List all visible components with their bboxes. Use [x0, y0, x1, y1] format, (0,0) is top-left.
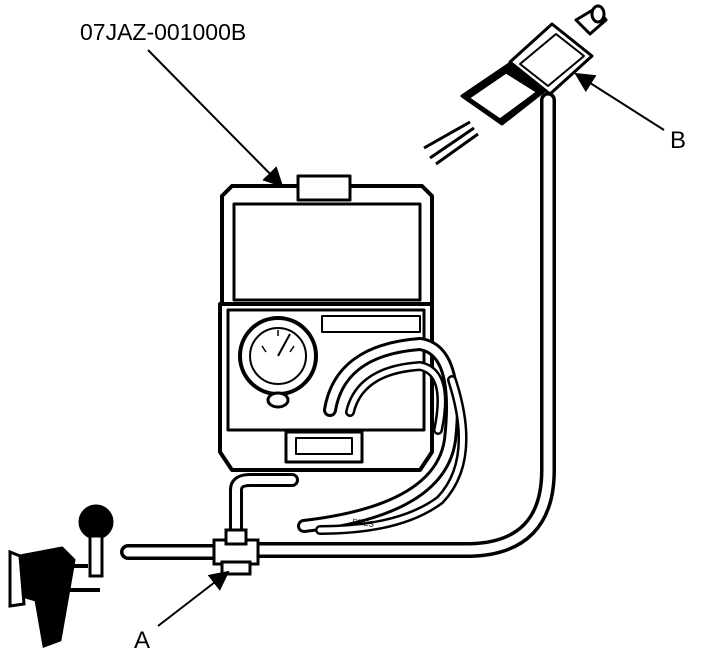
t-fitting: [212, 528, 260, 576]
callout-b-label: B: [670, 127, 686, 154]
hose-marking: PRES: [352, 517, 375, 529]
hand-pump: [8, 504, 114, 649]
pressure-gauge: [238, 316, 318, 396]
callout-a-leader: [157, 570, 230, 627]
callout-a-label: A: [134, 627, 150, 654]
release-button: [266, 391, 290, 409]
hoses: [120, 92, 556, 560]
connector-b: [423, 4, 608, 166]
tool-number-label: 07JAZ-001000B: [80, 19, 246, 45]
tester-kit-case: [218, 174, 434, 472]
tool-number-leader: [147, 49, 284, 188]
callout-b-leader: [574, 72, 665, 131]
